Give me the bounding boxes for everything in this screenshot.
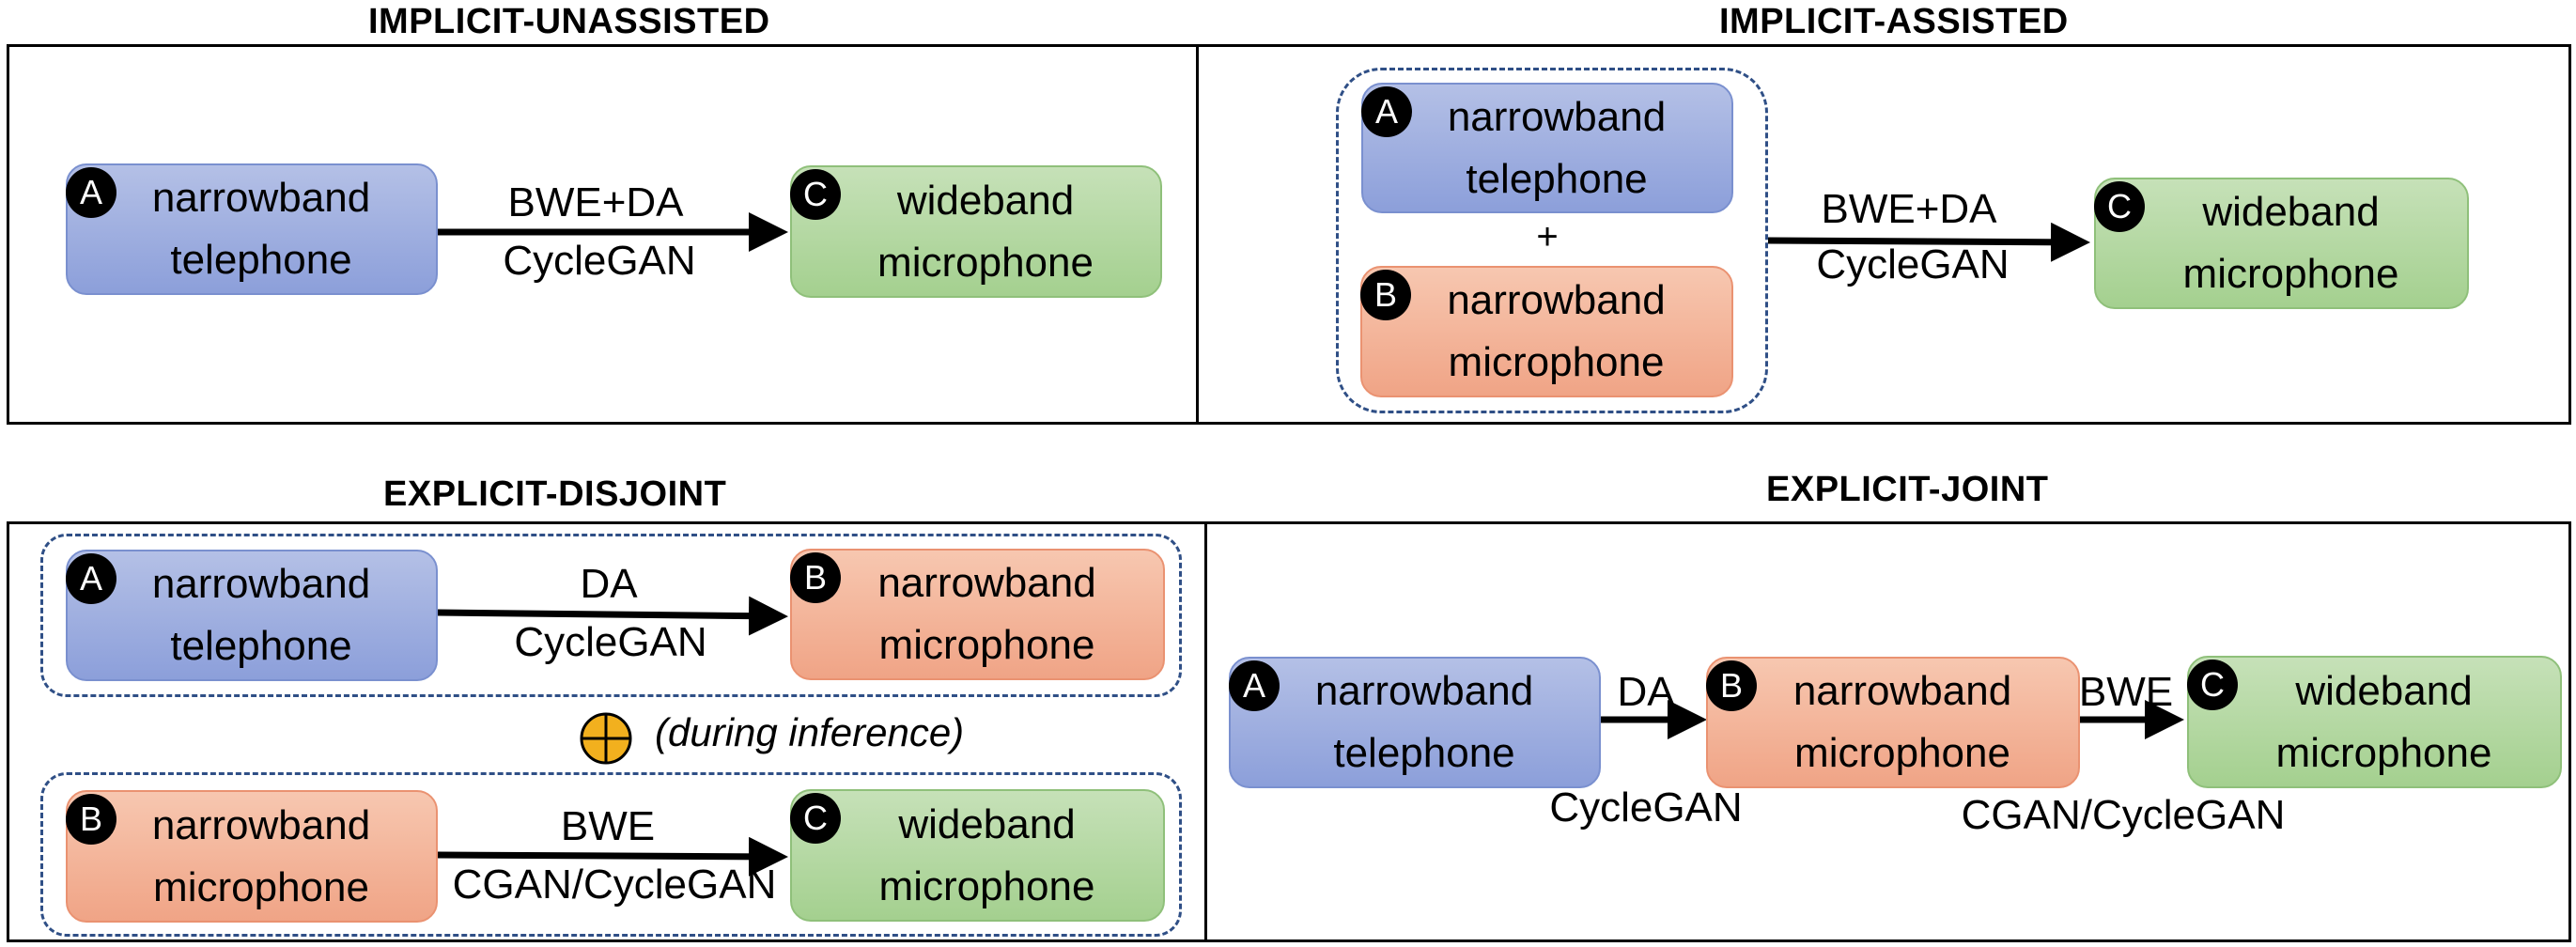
node-line-1: wideband — [896, 177, 1075, 224]
badge-c: C — [2094, 181, 2145, 232]
badge-a: A — [1361, 86, 1412, 137]
node-narrowband-telephone: A narrowband telephone — [1361, 83, 1733, 213]
arrow-disjoint-bwe — [437, 836, 788, 877]
node-line-1: narrowband — [151, 175, 371, 221]
node-line-2: microphone — [877, 239, 1094, 286]
node-wideband-microphone: C wideband microphone — [790, 789, 1165, 922]
combine-oplus-icon — [580, 712, 632, 765]
label-bwe: BWE — [2078, 669, 2174, 715]
title-implicit-assisted: IMPLICIT-ASSISTED — [1719, 2, 2069, 41]
badge-b: B — [790, 552, 841, 603]
label-bwe: BWE — [560, 803, 656, 849]
badge-b: B — [1706, 660, 1757, 711]
node-line-2: microphone — [1448, 339, 1665, 385]
node-narrowband-telephone: A narrowband telephone — [66, 550, 438, 681]
panel-explicit — [7, 521, 2571, 942]
label-bwe-da: BWE+DA — [507, 179, 684, 225]
label-da: DA — [1617, 669, 1675, 715]
node-line-1: wideband — [2202, 189, 2380, 235]
disjoint-bwe-group — [40, 772, 1182, 937]
node-narrowband-microphone: B narrowband microphone — [66, 790, 438, 923]
label-cgan-cyclegan: CGAN/CycleGAN — [1961, 792, 2286, 838]
node-wideband-microphone: C wideband microphone — [790, 165, 1162, 298]
node-wideband-microphone: C wideband microphone — [2094, 178, 2469, 309]
title-explicit-joint: EXPLICIT-JOINT — [1766, 470, 2049, 509]
node-line-1: narrowband — [1314, 668, 1534, 714]
node-line-2: microphone — [878, 622, 1095, 668]
panel-explicit-divider — [1204, 521, 1207, 942]
panel-implicit-divider — [1196, 44, 1199, 425]
node-wideband-microphone: C wideband microphone — [2187, 656, 2562, 788]
node-line-1: wideband — [2295, 667, 2473, 714]
node-line-1: narrowband — [151, 561, 371, 607]
title-explicit-disjoint: EXPLICIT-DISJOINT — [383, 474, 727, 514]
node-line-2: microphone — [878, 862, 1095, 909]
node-narrowband-microphone: B narrowband microphone — [1360, 266, 1733, 397]
node-line-1: narrowband — [877, 560, 1096, 606]
arrow-disjoint-da — [437, 596, 788, 636]
disjoint-da-group — [40, 534, 1182, 697]
node-line-2: microphone — [153, 863, 369, 910]
title-implicit-unassisted: IMPLICIT-UNASSISTED — [368, 2, 770, 41]
badge-c: C — [2187, 660, 2238, 710]
label-cyclegan: CycleGAN — [1816, 241, 2010, 287]
node-narrowband-telephone: A narrowband telephone — [66, 163, 438, 295]
node-line-1: narrowband — [1447, 277, 1666, 323]
badge-c: C — [790, 169, 841, 220]
node-line-1: narrowband — [1792, 668, 2012, 714]
label-bwe-da: BWE+DA — [1821, 186, 1997, 232]
during-inference-note: (during inference) — [655, 710, 965, 754]
label-cyclegan: CycleGAN — [1549, 784, 1743, 831]
node-line-2: microphone — [2182, 251, 2399, 297]
label-cgan-cyclegan: CGAN/CycleGAN — [452, 862, 777, 908]
badge-b: B — [1360, 270, 1411, 320]
panel-implicit — [7, 44, 2571, 425]
assisted-input-group — [1336, 68, 1768, 413]
badge-a: A — [66, 167, 116, 218]
badge-a: A — [66, 553, 116, 604]
label-cyclegan: CycleGAN — [514, 619, 707, 665]
node-line-2: telephone — [1466, 155, 1648, 202]
node-narrowband-microphone: B narrowband microphone — [790, 549, 1165, 680]
node-line-2: telephone — [1333, 730, 1515, 776]
node-line-1: wideband — [898, 800, 1076, 847]
badge-c: C — [790, 793, 841, 844]
label-cyclegan: CycleGAN — [503, 238, 696, 284]
badge-b: B — [66, 794, 116, 845]
node-line-2: microphone — [2275, 729, 2492, 776]
node-narrowband-telephone: A narrowband telephone — [1229, 657, 1601, 788]
label-da: DA — [580, 561, 638, 607]
arrow-assisted — [1767, 222, 2090, 262]
node-line-1: narrowband — [151, 801, 371, 848]
badge-a: A — [1229, 660, 1280, 711]
node-line-2: telephone — [170, 237, 352, 283]
node-line-1: narrowband — [1447, 93, 1667, 140]
plus-sign: + — [1536, 216, 1559, 257]
node-line-2: microphone — [1794, 730, 2010, 776]
node-line-2: telephone — [170, 623, 352, 669]
node-narrowband-microphone: B narrowband microphone — [1706, 657, 2080, 788]
